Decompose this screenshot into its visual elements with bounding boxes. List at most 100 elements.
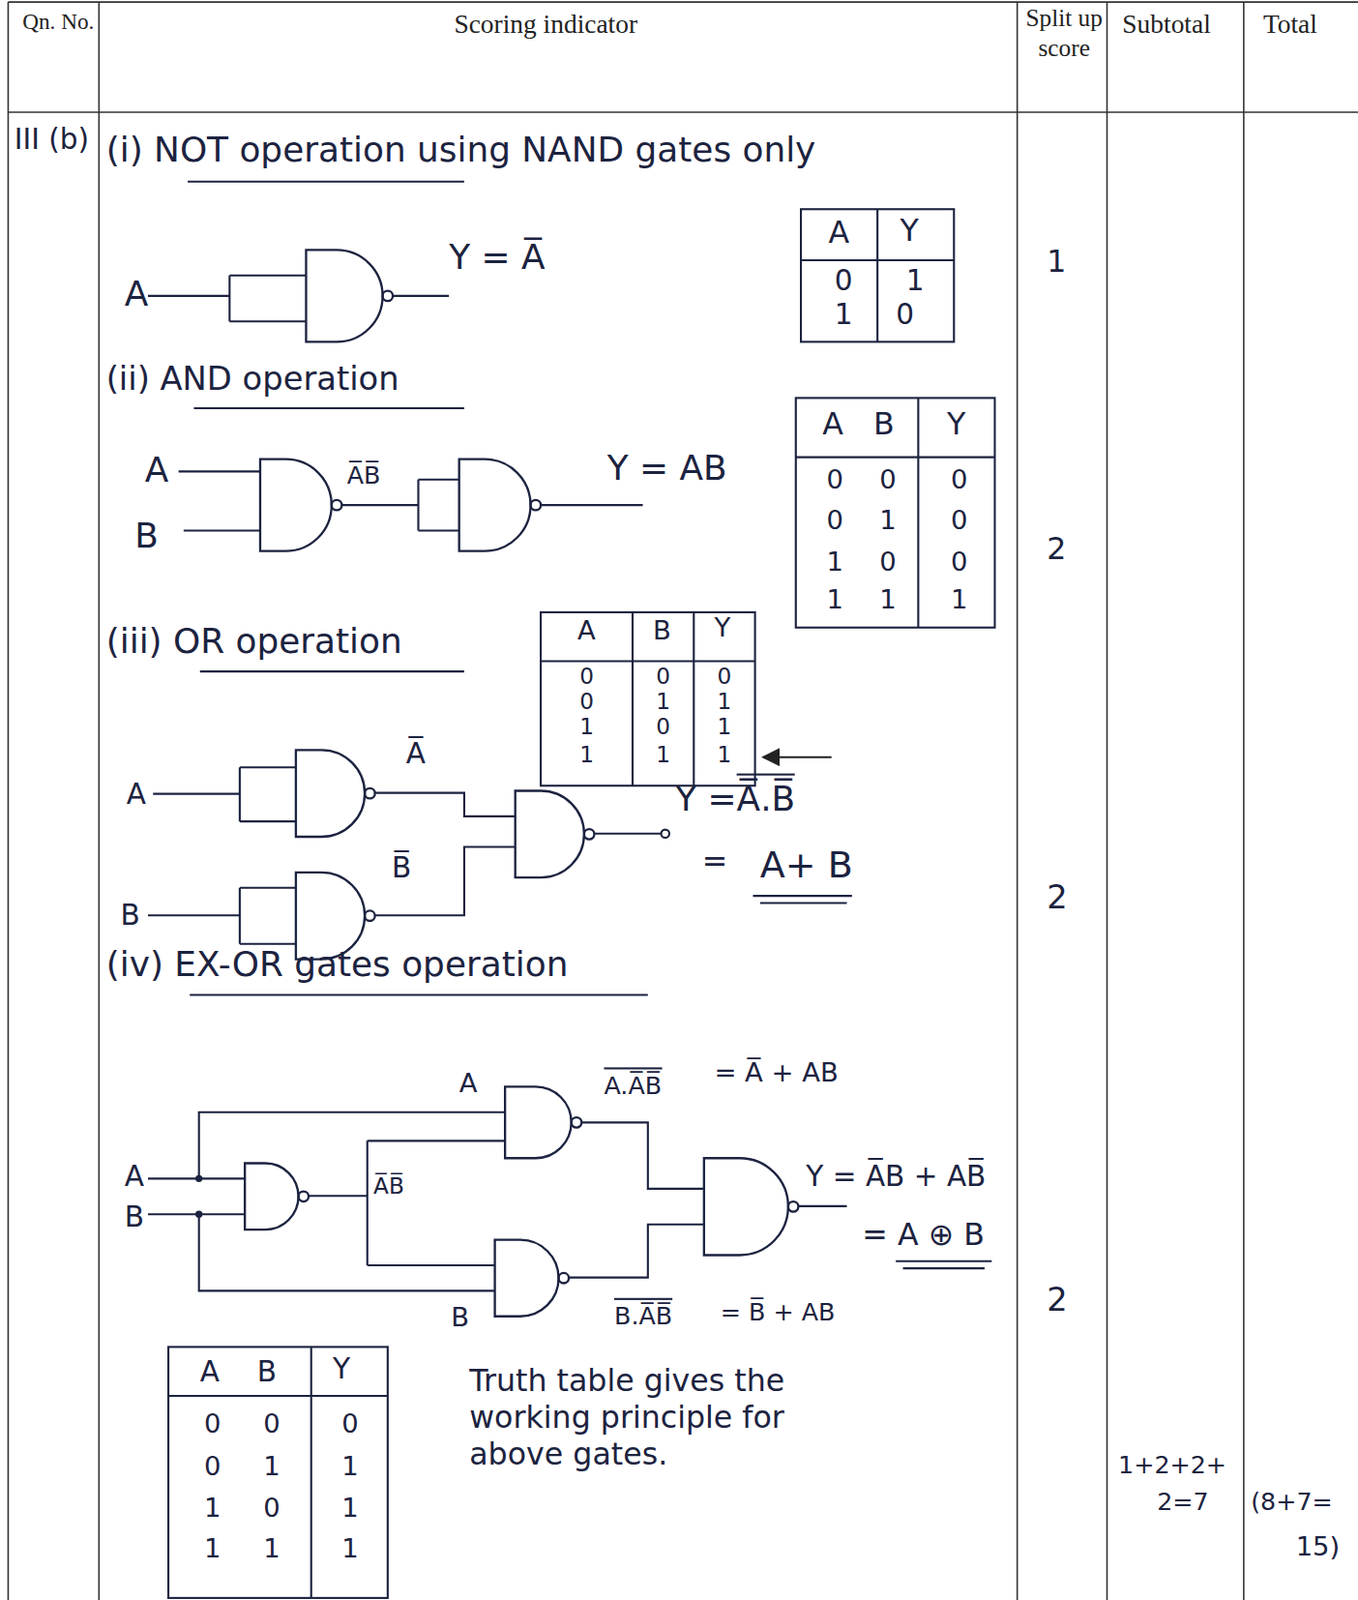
underline <box>193 407 465 410</box>
truth-table-grid <box>168 208 995 1598</box>
truth-table-cell: 0 <box>579 688 594 716</box>
split-score: 2 <box>1046 877 1067 916</box>
nand-gate <box>244 1163 298 1231</box>
split-score: 2 <box>1046 1280 1067 1320</box>
truth-table-cell: A <box>200 1355 220 1389</box>
output-expression: Y = AB <box>607 446 728 489</box>
pointer-arrow <box>763 756 832 759</box>
wire <box>147 275 449 322</box>
signal-label: A̅ <box>406 737 426 771</box>
truth-table-cell: Y <box>899 211 918 249</box>
truth-table-cell: 1 <box>341 1450 358 1483</box>
wire <box>147 275 848 1292</box>
truth-table-grid <box>796 397 996 627</box>
underline <box>895 1260 992 1263</box>
truth-table-cell: 1 <box>655 741 671 769</box>
truth-table-cell: 0 <box>655 663 671 691</box>
truth-table-grid <box>800 208 954 342</box>
nand-gate <box>459 459 532 552</box>
output-expression: A+ B <box>760 842 854 887</box>
split-score: 1 <box>1046 242 1066 280</box>
table-rule <box>7 1 1358 1600</box>
truth-table-cell: 0 <box>579 663 594 691</box>
nand-gate <box>383 291 394 302</box>
truth-table-cell: 1 <box>204 1491 221 1524</box>
output-expression: Y = <box>675 777 737 820</box>
signal-label: B <box>450 1301 470 1334</box>
truth-table-cell: 1 <box>879 504 896 537</box>
truth-table-cell: 1 <box>341 1532 358 1565</box>
truth-table-cell: Y <box>332 1352 351 1387</box>
gate-expression: B.A̅B̅ <box>614 1298 673 1333</box>
nand-gate <box>364 910 376 921</box>
junction-dot <box>195 1175 203 1182</box>
truth-table-cell: 0 <box>826 464 843 497</box>
junction-dot <box>195 829 670 1218</box>
nand-gate <box>295 749 365 837</box>
truth-table-cell: A <box>828 214 851 252</box>
nand-gate <box>331 500 343 511</box>
score-total: 2=7 <box>1156 1487 1209 1517</box>
signal-label: A <box>145 448 170 491</box>
truth-table-cell: 1 <box>655 688 671 716</box>
underline <box>187 180 465 183</box>
nand-gate <box>584 828 595 840</box>
truth-table-cell: 0 <box>204 1408 221 1441</box>
gate-expression: = B̅ + AB <box>720 1298 836 1328</box>
truth-table-grid <box>540 612 756 786</box>
underline <box>200 670 465 673</box>
header-cell: Total <box>1263 7 1318 40</box>
underline <box>760 901 848 904</box>
junction-dot <box>661 829 670 838</box>
wire <box>147 1112 505 1292</box>
junction-dot <box>195 1210 203 1218</box>
underline <box>903 1267 985 1270</box>
header-cell: Split up score <box>1020 3 1109 63</box>
signal-label: A̅B̅ <box>347 461 382 491</box>
signal-label: A <box>124 1158 145 1193</box>
truth-table-grid <box>796 397 996 627</box>
underline <box>189 993 649 996</box>
truth-table-cell: 1 <box>826 545 843 578</box>
truth-table-cell: 0 <box>263 1491 280 1524</box>
truth-table-cell: 0 <box>879 545 896 578</box>
truth-table-cell: 1 <box>263 1450 280 1483</box>
truth-table-cell: 0 <box>826 504 843 537</box>
signal-label: B <box>124 1200 145 1235</box>
wire <box>152 767 515 822</box>
truth-table-cell: 0 <box>655 713 671 741</box>
truth-table-cell: 1 <box>717 713 733 741</box>
header-cell: Scoring indicator <box>453 7 638 40</box>
signal-label: A <box>126 777 147 812</box>
truth-table-cell: 0 <box>717 663 733 691</box>
nand-gate <box>298 1191 310 1203</box>
nand-gate <box>704 1157 789 1255</box>
nand-gate <box>559 1272 570 1284</box>
nand-gate <box>364 788 376 799</box>
signal-label: A <box>124 273 149 316</box>
truth-table-cell: 1 <box>950 583 968 616</box>
score-total: 15) <box>1296 1530 1341 1563</box>
truth-table-grid <box>800 208 954 342</box>
truth-table-cell: 1 <box>826 583 843 616</box>
truth-table-cell: 1 <box>879 583 896 616</box>
truth-table-cell: B <box>257 1355 277 1389</box>
nand-gate <box>260 459 332 552</box>
truth-table-cell: A <box>822 406 844 443</box>
truth-table-cell: 1 <box>341 1491 358 1524</box>
truth-table-cell: B <box>873 406 895 443</box>
truth-table-cell: 1 <box>906 263 925 297</box>
wire <box>178 471 644 531</box>
truth-table-cell: A <box>577 615 596 648</box>
signal-label: B <box>134 515 159 558</box>
nand-gate <box>515 791 585 879</box>
signal-label: A <box>459 1066 478 1099</box>
truth-table-cell: Y <box>713 612 731 645</box>
score-total: 1+2+2+ <box>1118 1450 1227 1480</box>
part-heading: (iv) EX-OR gates operation <box>106 944 569 986</box>
output-expression: = <box>702 842 729 880</box>
nand-gate <box>305 249 383 342</box>
table-rule <box>1016 1 1019 1600</box>
truth-table-cell: 0 <box>263 1408 280 1441</box>
output-expression: A̅.B̅ <box>737 773 797 824</box>
